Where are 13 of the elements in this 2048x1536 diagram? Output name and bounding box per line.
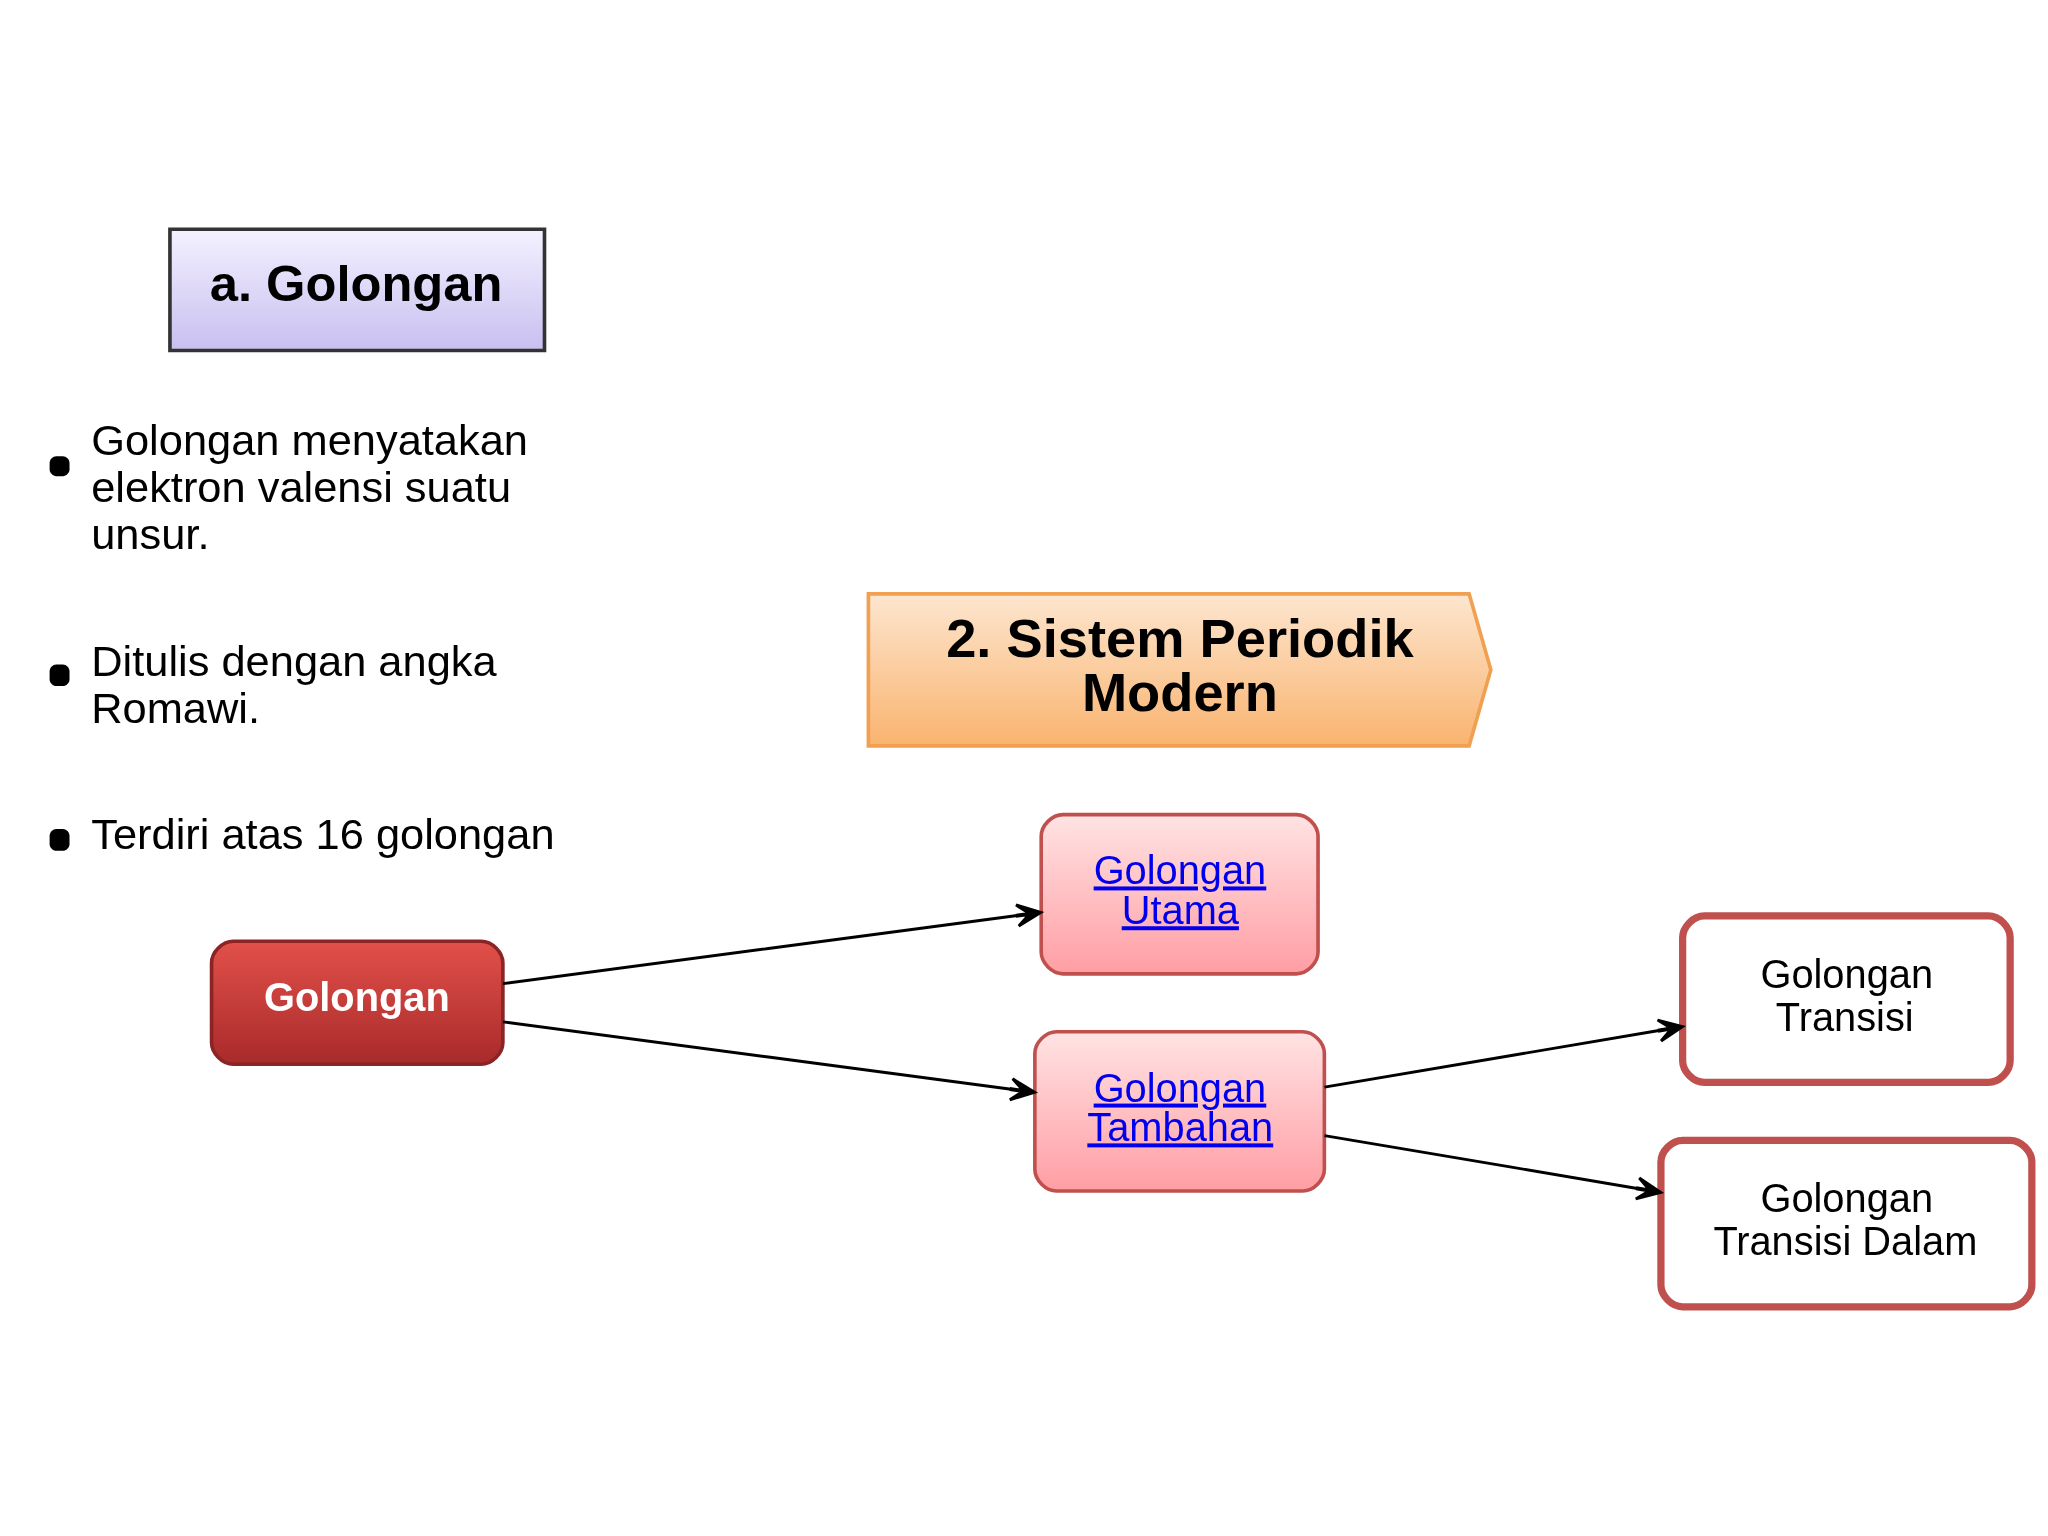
node-box: Golongan Transisi Dalam	[1657, 1136, 2036, 1311]
label: Terdiri atas 16 golongan	[91, 810, 555, 859]
node-box: a. Golongan	[168, 227, 547, 353]
node-box: Golongan Transisi	[1679, 912, 2014, 1086]
label: Golongan menyatakan elektron valensi suatu unsur.	[91, 415, 529, 558]
arrow	[1324, 1134, 1663, 1201]
node-box: Golongan	[209, 939, 505, 1067]
arrow	[502, 903, 1043, 986]
arrow	[1324, 1018, 1684, 1089]
node-box: Golongan Tambahan	[1033, 1029, 1327, 1193]
node-box: Golongan Utama	[1039, 812, 1320, 976]
label: Ditulis dengan angka Romawi.	[91, 636, 497, 732]
arrow	[502, 1020, 1037, 1102]
